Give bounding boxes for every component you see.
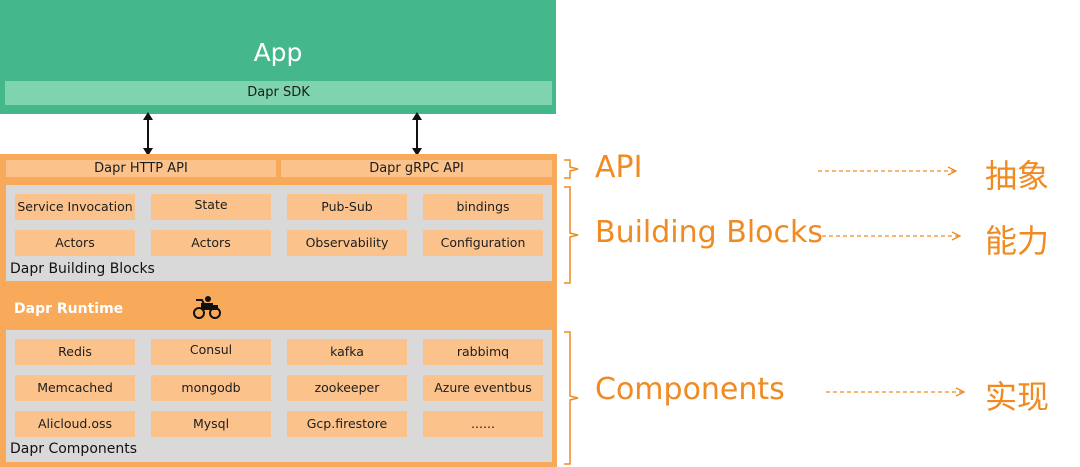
dashed-arrow-icon bbox=[826, 387, 966, 397]
components-meaning-label: 实现 bbox=[985, 378, 1050, 416]
dapr-http-api-bar: Dapr HTTP API bbox=[6, 160, 276, 177]
component-chip: zookeeper bbox=[287, 375, 407, 401]
component-chip: Redis bbox=[15, 339, 135, 365]
building-blocks-bracket bbox=[564, 186, 579, 284]
component-chip: Alicloud.oss bbox=[15, 411, 135, 437]
dashed-arrow-icon bbox=[818, 166, 958, 176]
building-blocks-label: Dapr Building Blocks bbox=[10, 261, 155, 277]
component-chip: ...... bbox=[423, 411, 543, 437]
api-bracket bbox=[564, 159, 579, 179]
component-chip: rabbimq bbox=[423, 339, 543, 365]
components-layer-label: Components bbox=[595, 372, 785, 407]
components-label: Dapr Components bbox=[10, 441, 138, 457]
component-chip: mongodb bbox=[151, 375, 271, 401]
component-chip: Memcached bbox=[15, 375, 135, 401]
components-bracket bbox=[564, 331, 579, 465]
building-block-chip: bindings bbox=[423, 194, 543, 220]
bidirectional-arrow-icon bbox=[412, 112, 422, 156]
building-block-chip: Observability bbox=[287, 230, 407, 256]
dapr-runtime-label: Dapr Runtime bbox=[14, 301, 124, 317]
dashed-arrow-icon bbox=[822, 231, 962, 241]
api-meaning-label: 抽象 bbox=[985, 157, 1050, 195]
component-chip: Azure eventbus bbox=[423, 375, 543, 401]
app-title: App bbox=[253, 38, 303, 67]
bidirectional-arrow-icon bbox=[143, 112, 153, 156]
building-block-chip: Service Invocation bbox=[15, 194, 135, 220]
building-block-chip: State bbox=[151, 194, 271, 220]
component-chip: Gcp.firestore bbox=[287, 411, 407, 437]
component-chip: Consul bbox=[151, 339, 271, 365]
dapr-sdk-bar: Dapr SDK bbox=[5, 81, 552, 105]
component-chip: kafka bbox=[287, 339, 407, 365]
building-block-chip: Pub-Sub bbox=[287, 194, 407, 220]
dapr-grpc-api-bar: Dapr gRPC API bbox=[281, 160, 552, 177]
building-blocks-layer-label: Building Blocks bbox=[595, 215, 824, 250]
building-blocks-meaning-label: 能力 bbox=[985, 222, 1050, 260]
motorcycle-icon bbox=[193, 296, 221, 319]
building-block-chip: Configuration bbox=[423, 230, 543, 256]
building-block-chip: Actors bbox=[15, 230, 135, 256]
component-chip: Mysql bbox=[151, 411, 271, 437]
api-layer-label: API bbox=[595, 150, 643, 185]
building-block-chip: Actors bbox=[151, 230, 271, 256]
